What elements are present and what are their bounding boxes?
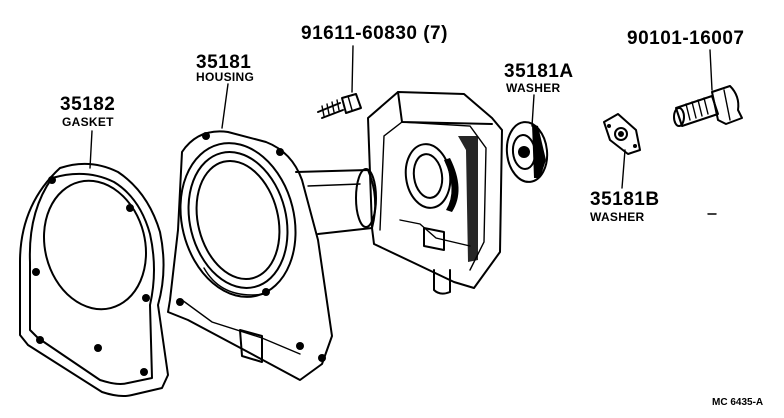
- part-number-washer-a: 35181A: [504, 61, 574, 82]
- washer-35181a: [505, 121, 549, 183]
- part-name-washer-b: WASHER: [590, 210, 645, 224]
- part-number-bolt-small: 91611-60830 (7): [301, 23, 448, 44]
- part-name-housing: HOUSING: [196, 70, 255, 84]
- part-number-bolt-large: 90101-16007: [627, 28, 745, 49]
- part-number-housing: 35181: [196, 52, 252, 73]
- housing-35181: [167, 130, 377, 381]
- leader-lines: [89, 45, 713, 189]
- part-name-washer-a: WASHER: [506, 81, 561, 95]
- front-cover: [367, 91, 503, 295]
- washer-35181b: [603, 113, 641, 155]
- part-name-gasket: GASKET: [62, 115, 114, 129]
- part-number-gasket: 35182: [60, 94, 116, 115]
- bolt-90101-16007: [673, 85, 743, 127]
- gasket-35182: [19, 162, 169, 397]
- bolt-91611-60830: [317, 93, 362, 119]
- part-number-washer-b: 35181B: [590, 189, 660, 210]
- drawing-code: MC 6435-A: [712, 397, 764, 408]
